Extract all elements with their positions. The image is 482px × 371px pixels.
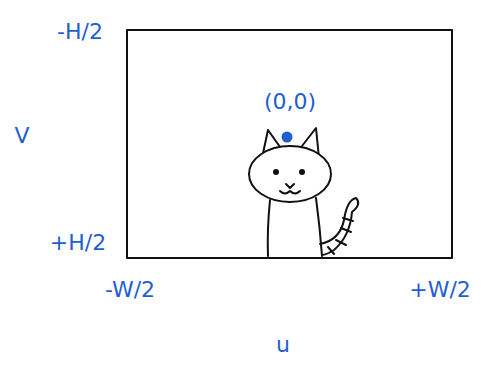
axis-label: +H/2 bbox=[50, 232, 106, 254]
axis-label: u bbox=[276, 334, 290, 356]
cat-eyes bbox=[273, 169, 305, 175]
axis-label: (0,0) bbox=[264, 91, 316, 113]
origin-dot bbox=[282, 132, 293, 143]
axis-label: +W/2 bbox=[409, 279, 471, 301]
axis-label: -H/2 bbox=[57, 21, 103, 43]
axis-label: -W/2 bbox=[105, 279, 155, 301]
eye bbox=[299, 169, 305, 175]
eye bbox=[273, 169, 279, 175]
axis-label: V bbox=[14, 125, 29, 147]
cat-drawing bbox=[249, 128, 358, 256]
image-frame bbox=[127, 30, 452, 258]
